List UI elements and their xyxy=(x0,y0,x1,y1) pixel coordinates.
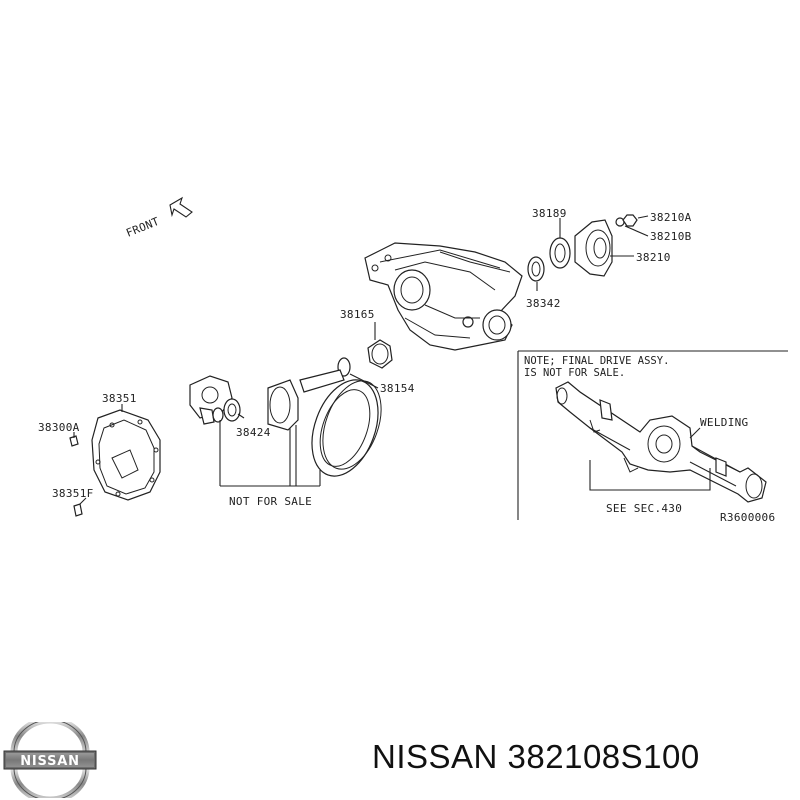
label-38300A: 38300A xyxy=(38,421,80,434)
side-flange-group xyxy=(527,214,649,291)
note-line-1: NOTE; FINAL DRIVE ASSY. xyxy=(524,355,669,367)
nissan-logo-text: NISSAN xyxy=(20,754,80,769)
label-38189: 38189 xyxy=(532,207,567,220)
diff-carrier-housing xyxy=(364,242,523,351)
part-number-caption: NISSAN 382108S100 xyxy=(372,738,700,775)
label-38154: 38154 xyxy=(380,382,415,395)
label-not-for-sale: NOT FOR SALE xyxy=(229,495,312,508)
front-arrow: FRONT xyxy=(124,196,193,240)
rear-cover xyxy=(91,404,161,501)
cover-bolts xyxy=(69,432,87,517)
label-38210B: 38210B xyxy=(650,230,692,243)
axle-assembly xyxy=(555,381,767,503)
label-welding: WELDING xyxy=(700,416,748,429)
label-38424: 38424 xyxy=(236,426,271,439)
label-38210A: 38210A xyxy=(650,211,692,224)
label-38351F: 38351F xyxy=(52,487,94,500)
pinion-mate-assembly xyxy=(189,375,245,425)
label-38342: 38342 xyxy=(526,297,561,310)
label-ref-code: R3600006 xyxy=(720,511,775,524)
nissan-logo: NISSAN xyxy=(3,722,97,798)
not-for-sale-bracket xyxy=(219,420,321,487)
note-line-2: IS NOT FOR SALE. xyxy=(524,367,625,379)
pinion-parts xyxy=(299,322,393,393)
label-38210: 38210 xyxy=(636,251,671,264)
label-38351: 38351 xyxy=(102,392,137,405)
front-label: FRONT xyxy=(124,215,161,240)
diff-case xyxy=(267,379,299,431)
label-see-sec: SEE SEC.430 xyxy=(606,502,682,515)
note-box xyxy=(517,350,788,520)
ring-gear xyxy=(311,379,382,477)
label-38165: 38165 xyxy=(340,308,375,321)
